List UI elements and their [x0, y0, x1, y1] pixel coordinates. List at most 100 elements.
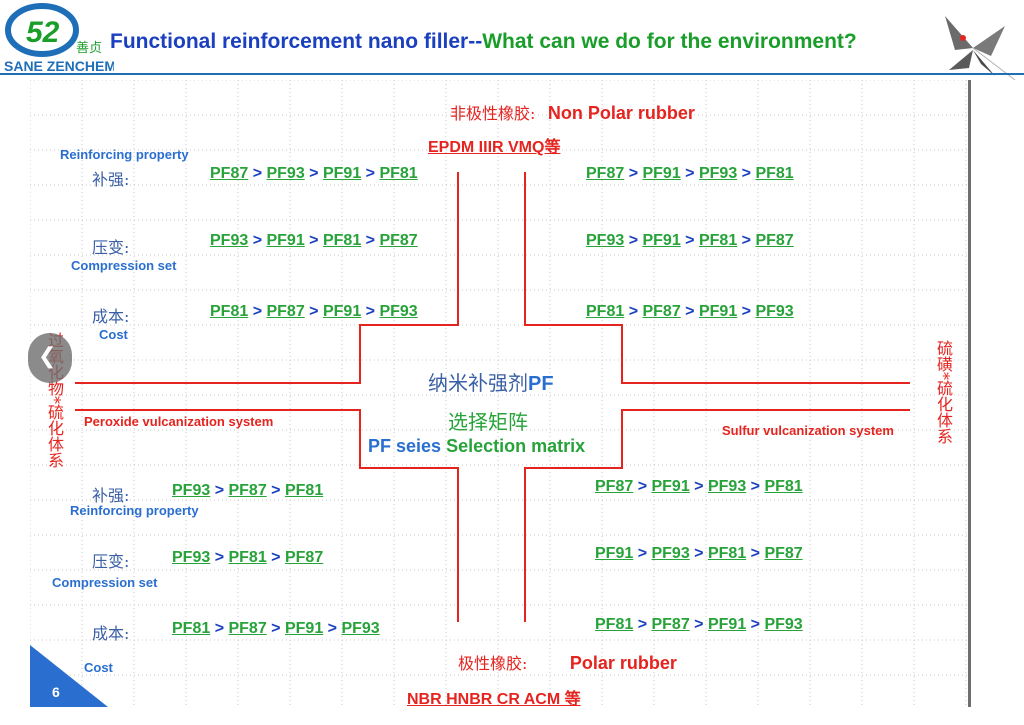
pf-grade: PF81	[284, 482, 324, 499]
center-line1-en: PF	[528, 373, 554, 395]
pf-grade: PF91	[322, 303, 362, 320]
bl-reinforce-cn: 补强:	[92, 486, 130, 505]
pf-grade: PF87	[379, 232, 418, 249]
greater-than-sign: >	[304, 232, 323, 249]
greater-than-sign: >	[737, 165, 756, 182]
pf-grade: PF91	[322, 165, 362, 182]
ranking-row: PF81 > PF87 > PF91 > PF93	[595, 616, 803, 634]
pf-grade: PF81	[322, 232, 362, 249]
polar-examples: NBR HNBR CR ACM 等	[407, 691, 581, 708]
ranking-row: PF87 > PF91 > PF93 > PF81	[595, 478, 803, 496]
page-title: Functional reinforcement nano filler--Wh…	[110, 30, 857, 54]
greater-than-sign: >	[248, 165, 267, 182]
non-polar-en: Non Polar rubber	[547, 103, 695, 123]
pf-grade: PF91	[266, 232, 305, 249]
page-corner	[30, 645, 108, 707]
greater-than-sign: >	[746, 545, 765, 562]
sulfur-system-label: Sulfur vulcanization system	[722, 423, 894, 438]
pf-grade: PF93	[651, 545, 690, 562]
non-polar-examples: EPDM IIIR VMQ等	[428, 139, 561, 156]
ranking-row: PF81 > PF87 > PF91 > PF93	[586, 303, 794, 321]
greater-than-sign: >	[266, 549, 285, 566]
pf-grade: PF91	[284, 620, 324, 637]
pf-grade: PF93	[379, 303, 418, 320]
tl-reinforce-cn: 补强:	[92, 170, 130, 189]
pf-grade: PF93	[698, 165, 738, 182]
greater-than-sign: >	[323, 620, 342, 637]
greater-than-sign: >	[680, 303, 699, 320]
company-logo: 52 善贞 SANE ZENCHEM	[4, 2, 116, 74]
pf-grade: PF81	[210, 303, 249, 320]
pf-grade: PF93	[266, 165, 305, 182]
greater-than-sign: >	[680, 232, 699, 249]
ranking-row: PF87 > PF91 > PF93 > PF81	[586, 165, 794, 183]
ranking-row: PF91 > PF93 > PF81 > PF87	[595, 545, 803, 563]
greater-than-sign: >	[304, 303, 323, 320]
greater-than-sign: >	[737, 303, 756, 320]
pf-grade: PF93	[707, 478, 747, 495]
peroxide-system-label: Peroxide vulcanization system	[84, 414, 274, 429]
polar-en: Polar rubber	[569, 653, 677, 673]
tl-cost-en: Cost	[99, 327, 128, 342]
pf-grade: PF87	[586, 165, 625, 182]
svg-text:SANE ZENCHEM: SANE ZENCHEM	[4, 58, 114, 74]
greater-than-sign: >	[633, 478, 652, 495]
greater-than-sign: >	[746, 616, 765, 633]
greater-than-sign: >	[633, 545, 652, 562]
bl-reinforce-en: Reinforcing property	[70, 503, 199, 518]
center-line3: PF seies Selection matrix	[368, 436, 585, 457]
pf-grade: PF87	[228, 482, 267, 499]
pf-grade: PF81	[595, 616, 634, 633]
butterfly-image	[925, 8, 1020, 88]
pf-grade: PF93	[172, 482, 211, 499]
tl-compress-cn: 压变:	[92, 238, 130, 257]
greater-than-sign: >	[737, 232, 756, 249]
sulfur-vertical-label: 硫磺*硫化体系	[934, 340, 953, 444]
pf-grade: PF91	[707, 616, 747, 633]
pf-grade: PF87	[210, 165, 249, 182]
pf-grade: PF81	[698, 232, 738, 249]
svg-text:善贞: 善贞	[76, 40, 102, 56]
pf-grade: PF93	[755, 303, 794, 320]
center-line3-en: Selection matrix	[446, 436, 586, 456]
title-part-2: What can we do for the environment?	[482, 30, 857, 53]
greater-than-sign: >	[689, 545, 708, 562]
pf-grade: PF81	[172, 620, 211, 637]
pf-grade: PF87	[651, 616, 690, 633]
pf-grade: PF87	[755, 232, 794, 249]
pf-grade: PF91	[595, 545, 634, 562]
pf-grade: PF87	[642, 303, 681, 320]
greater-than-sign: >	[624, 165, 643, 182]
previous-slide-button[interactable]	[28, 333, 72, 383]
greater-than-sign: >	[248, 232, 267, 249]
greater-than-sign: >	[361, 303, 380, 320]
page-number: 6	[52, 684, 60, 700]
ranking-row: PF93 > PF91 > PF81 > PF87	[586, 232, 794, 250]
pf-grade: PF91	[651, 478, 690, 495]
pf-grade: PF81	[586, 303, 625, 320]
chevron-left-icon: ❮	[38, 343, 57, 368]
pf-grade: PF87	[284, 549, 324, 566]
greater-than-sign: >	[633, 616, 652, 633]
tl-reinforce-en: Reinforcing property	[60, 147, 189, 162]
non-polar-cn: 非极性橡胶:	[450, 104, 536, 123]
greater-than-sign: >	[248, 303, 267, 320]
pf-grade: PF81	[755, 165, 794, 182]
greater-than-sign: >	[266, 482, 285, 499]
non-polar-heading: 非极性橡胶: Non Polar rubber	[450, 100, 695, 124]
greater-than-sign: >	[746, 478, 765, 495]
center-title: 纳米补强剂PF	[428, 367, 554, 396]
greater-than-sign: >	[210, 482, 229, 499]
ranking-row: PF93 > PF81 > PF87	[172, 549, 323, 567]
title-part-1: Functional reinforcement nano filler--	[110, 30, 483, 53]
pf-grade: PF87	[228, 620, 267, 637]
center-line2: 选择矩阵	[448, 410, 528, 434]
pf-grade: PF87	[595, 478, 634, 495]
tl-compress-en: Compression set	[71, 258, 177, 273]
greater-than-sign: >	[304, 165, 323, 182]
polar-cn: 极性橡胶:	[458, 654, 528, 673]
dotted-grid	[30, 80, 968, 707]
greater-than-sign: >	[361, 165, 380, 182]
bl-compress-en: Compression set	[52, 575, 158, 590]
greater-than-sign: >	[210, 620, 229, 637]
